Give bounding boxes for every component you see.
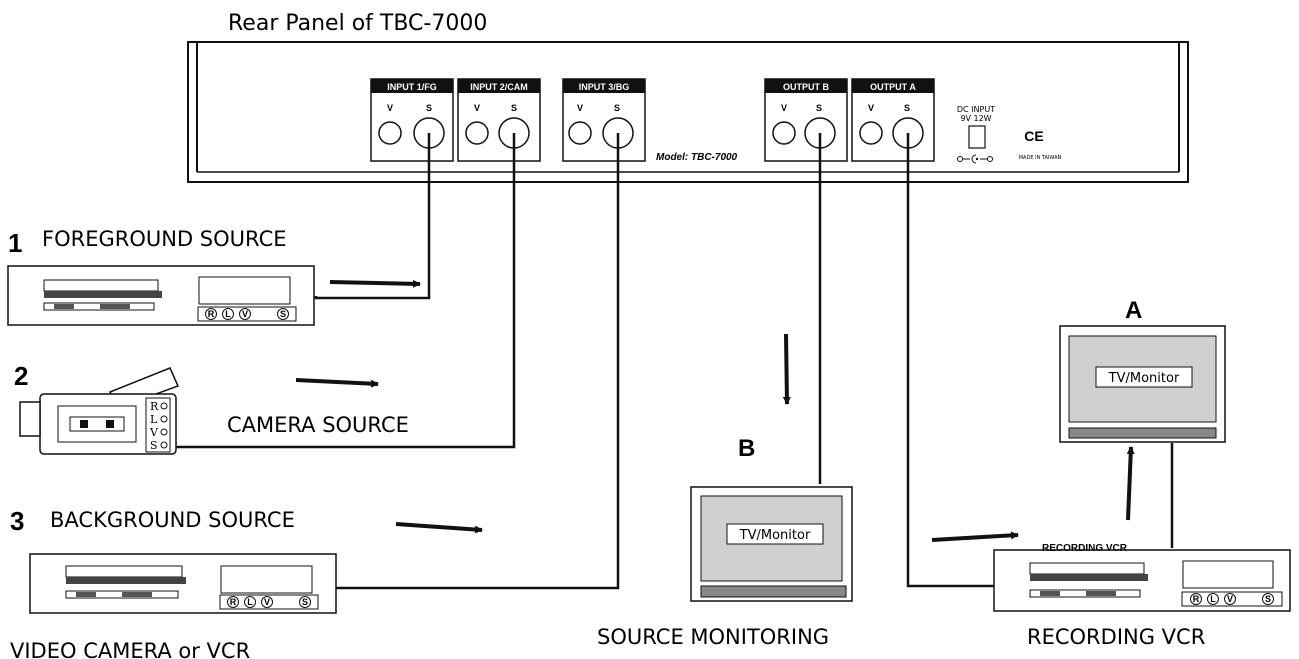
monitor-a-letter: A xyxy=(1125,297,1142,324)
recording-vcr[interactable]: RECORDING VCR R L V S xyxy=(993,543,1291,612)
port-input-1-label: INPUT 1/FG xyxy=(387,82,437,92)
arrow-down-icon xyxy=(782,333,791,405)
dc-socket-icon[interactable] xyxy=(968,125,986,149)
port-output-b-label: OUTPUT B xyxy=(783,82,829,92)
dc-polarity-icon xyxy=(957,154,993,164)
svg-text:S: S xyxy=(302,597,308,607)
arrow-right-icon xyxy=(329,279,421,288)
port-input-1[interactable]: INPUT 1/FG V S xyxy=(370,78,454,162)
source-2-label: CAMERA SOURCE xyxy=(227,413,409,437)
port-input-3[interactable]: INPUT 3/BG V S xyxy=(562,78,646,162)
ce-mark-icon: CE xyxy=(1024,128,1043,144)
svg-text:V: V xyxy=(242,309,248,319)
svg-text:R: R xyxy=(1193,594,1200,604)
cable-input-1 xyxy=(314,133,431,300)
sources-caption: VIDEO CAMERA or VCR xyxy=(10,639,250,659)
cable-input-3 xyxy=(336,133,620,590)
source-1-number: 1 xyxy=(8,228,22,258)
cables xyxy=(175,133,1174,590)
recording-vcr-caption: RECORDING VCR xyxy=(1027,625,1205,649)
camera-jack-s: S xyxy=(150,439,158,452)
svg-text:V: V xyxy=(1227,594,1233,604)
port-output-a[interactable]: OUTPUT A V S xyxy=(851,78,935,162)
monitor-b[interactable]: TV/Monitor xyxy=(690,486,853,602)
video-label: V xyxy=(868,103,874,113)
port-input-3-label: INPUT 3/BG xyxy=(579,82,630,92)
monitor-b-screen-label: TV/Monitor xyxy=(739,528,811,543)
av-jacks-icon: R L V S xyxy=(205,308,289,320)
svg-text:S: S xyxy=(1265,594,1271,604)
video-jack-icon[interactable] xyxy=(568,121,592,145)
video-jack-icon[interactable] xyxy=(859,121,883,145)
cable-input-2 xyxy=(175,133,516,449)
arrow-up-icon xyxy=(1126,446,1135,521)
vcr-background[interactable]: R L V S xyxy=(29,553,337,614)
camera-jack-l: L xyxy=(150,413,158,426)
panel-title: Rear Panel of TBC-7000 xyxy=(228,11,487,36)
monitor-a-screen-label: TV/Monitor xyxy=(1108,371,1180,386)
av-jacks-icon: R L V S xyxy=(1190,593,1274,605)
video-jack-icon[interactable] xyxy=(772,121,796,145)
svg-text:R: R xyxy=(230,597,237,607)
dc-input[interactable]: DC INPUT 9V 12W xyxy=(957,105,995,164)
dc-input-rating: 9V 12W xyxy=(960,114,991,123)
svg-text:L: L xyxy=(247,597,253,607)
svideo-label: S xyxy=(426,103,432,113)
rear-panel xyxy=(187,41,1189,183)
svg-text:R: R xyxy=(208,309,215,319)
camera-jack-r: R xyxy=(150,400,159,413)
port-input-2-label: INPUT 2/CAM xyxy=(470,82,528,92)
video-label: V xyxy=(387,103,393,113)
svg-text:L: L xyxy=(225,309,231,319)
source-3-number: 3 xyxy=(10,506,24,536)
arrow-right-icon xyxy=(295,378,379,388)
svideo-label: S xyxy=(904,103,910,113)
source-2-number: 2 xyxy=(14,361,28,391)
source-1-label: FOREGROUND SOURCE xyxy=(42,227,287,251)
port-input-2[interactable]: INPUT 2/CAM V S xyxy=(457,78,541,162)
made-in-label: MADE IN TAIWAN xyxy=(1019,155,1062,161)
svideo-label: S xyxy=(816,103,822,113)
flow-arrows xyxy=(295,279,1135,542)
svg-text:V: V xyxy=(264,597,270,607)
svg-text:L: L xyxy=(1210,594,1216,604)
cable-output-a xyxy=(906,133,994,588)
svg-text:S: S xyxy=(280,309,286,319)
video-label: V xyxy=(577,103,583,113)
video-jack-icon[interactable] xyxy=(378,121,402,145)
source-3-label: BACKGROUND SOURCE xyxy=(50,508,295,532)
monitor-b-letter: B xyxy=(738,435,755,462)
video-label: V xyxy=(474,103,480,113)
arrow-right-icon xyxy=(931,531,1019,542)
recording-vcr-header: RECORDING VCR xyxy=(1042,543,1128,554)
svideo-label: S xyxy=(511,103,517,113)
monitor-a[interactable]: TV/Monitor xyxy=(1059,325,1226,443)
camera-jack-v: V xyxy=(149,426,159,439)
port-output-b[interactable]: OUTPUT B V S xyxy=(764,78,848,162)
camera-icon[interactable]: R L V S xyxy=(19,367,180,455)
dc-input-label: DC INPUT xyxy=(957,105,995,114)
video-label: V xyxy=(781,103,787,113)
av-jacks-icon: R L V S xyxy=(227,596,311,608)
svideo-label: S xyxy=(614,103,620,113)
port-output-a-label: OUTPUT A xyxy=(870,82,916,92)
model-label: Model: TBC-7000 xyxy=(656,152,738,163)
arrow-right-icon xyxy=(395,522,483,534)
monitor-b-caption: SOURCE MONITORING xyxy=(597,625,829,649)
video-jack-icon[interactable] xyxy=(465,121,489,145)
vcr-foreground[interactable]: R L V S xyxy=(7,265,315,326)
